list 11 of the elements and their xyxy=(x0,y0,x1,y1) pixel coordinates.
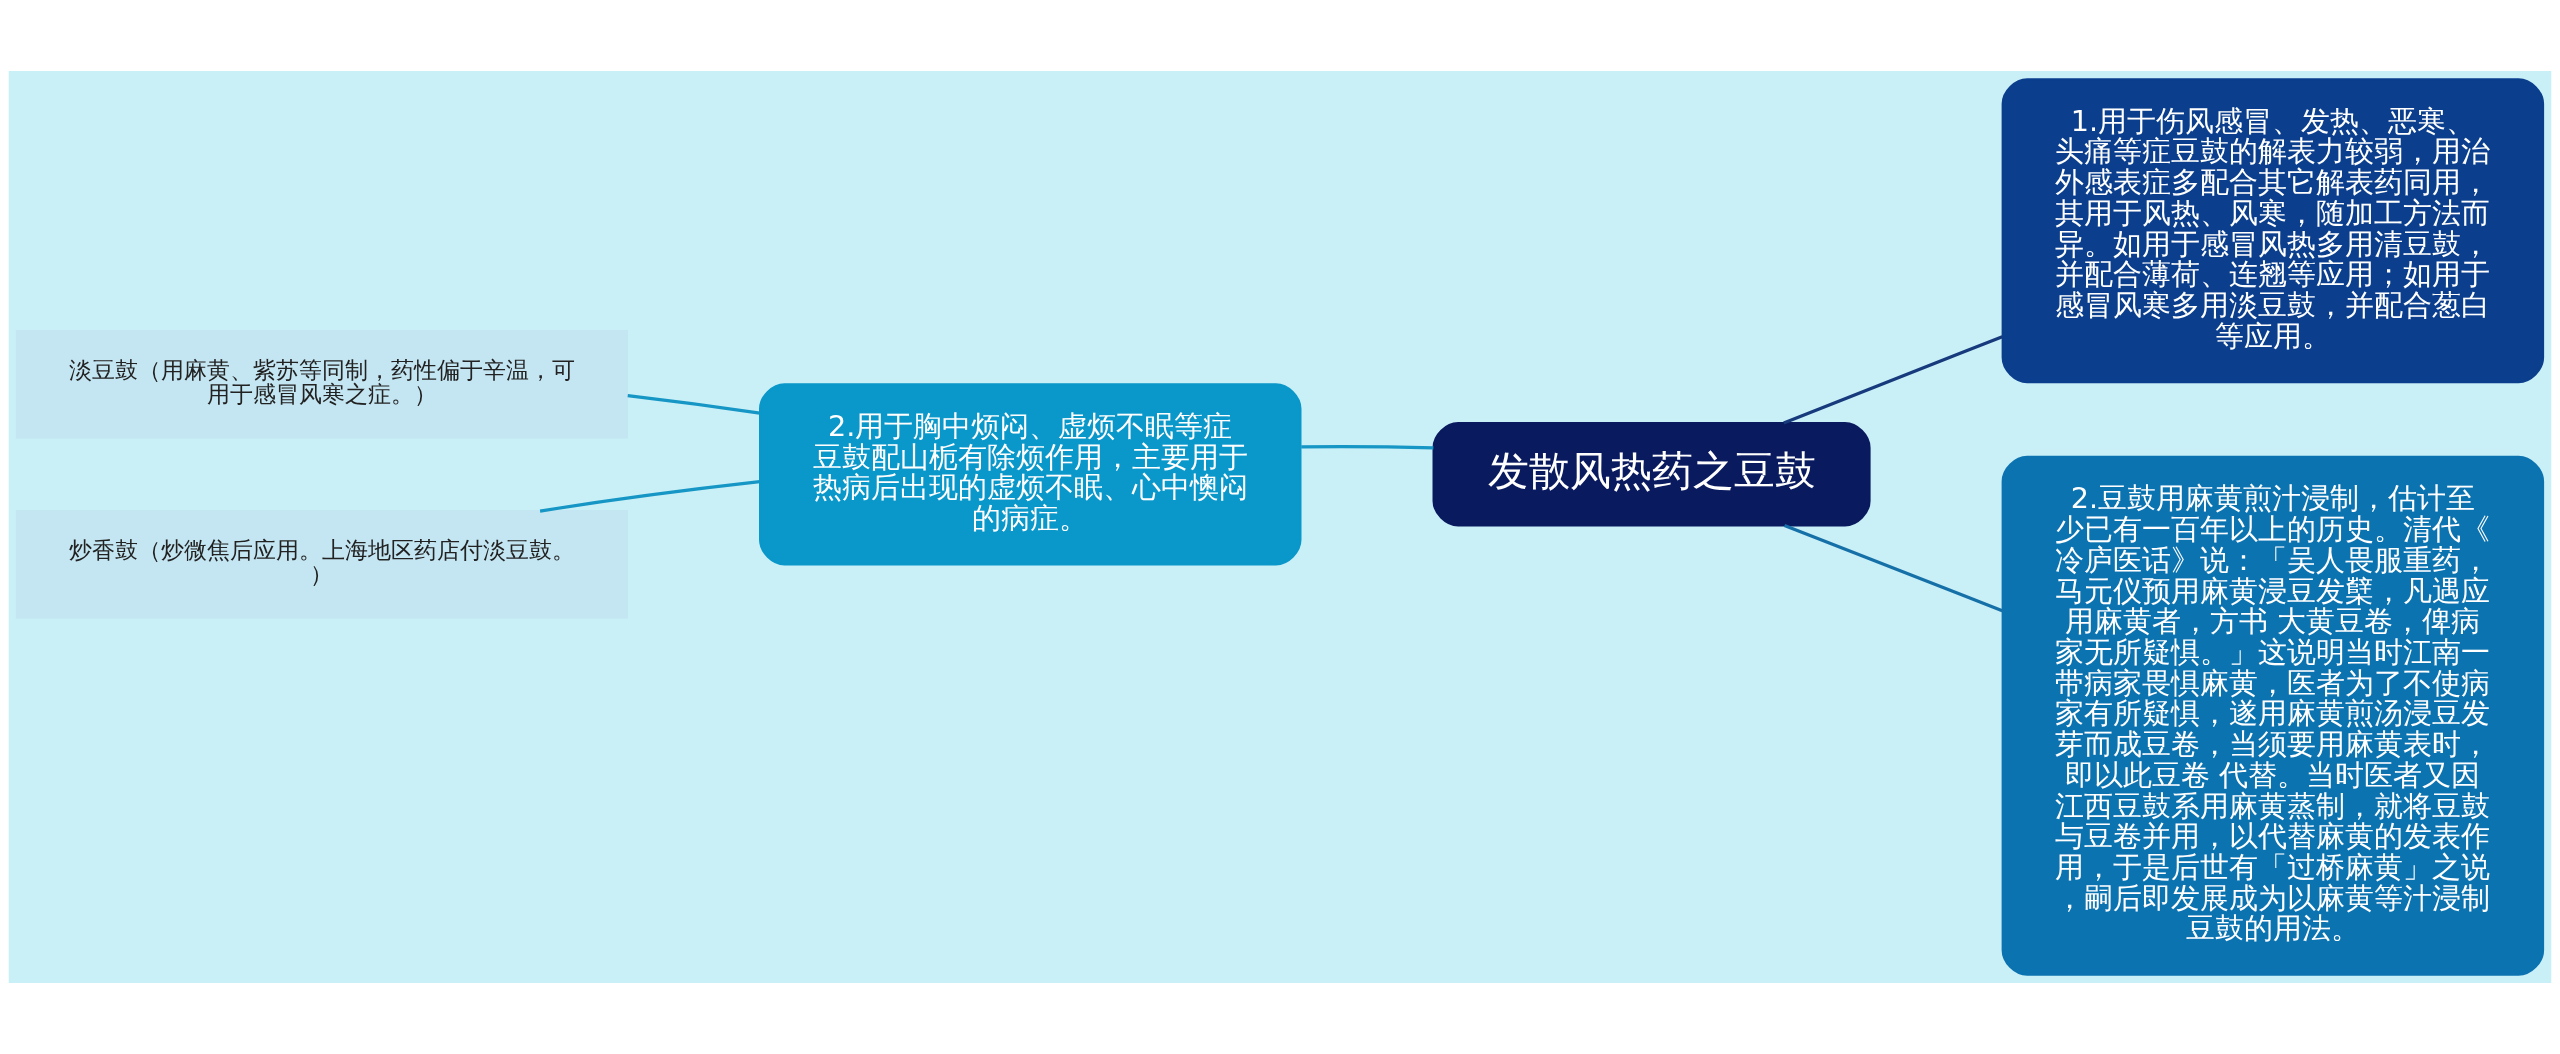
connector xyxy=(1301,445,1434,450)
node-box: 2.用于胸中烦闷、虚烦不眠等症豆鼓配山栀有除烦作用，主要用于热病后出现的虚烦不眠、心中懊闷的病症。 xyxy=(759,383,1302,566)
connector xyxy=(627,394,760,415)
connector xyxy=(539,480,760,513)
connector xyxy=(1783,335,2003,425)
node-box: 发散风热药之豆鼓 xyxy=(1432,422,1871,527)
node-box: 炒香鼓（炒微焦后应用。上海地区药店付淡豆鼓。） xyxy=(15,510,628,619)
node-box: 1.用于伤风感冒、发热、恶寒、头痛等症豆鼓的解表力较弱，用治外感表症多配合其它解表药同用，其用于风热、风寒，随加工方法而异。如用于感冒风热多用清豆鼓，并配合薄荷、连翘等应用；如用于感冒风寒多用淡豆鼓，并配合葱白等应用。 xyxy=(2001,78,2545,384)
connector xyxy=(1783,524,2003,613)
node-box: 2.豆鼓用麻黄煎汁浸制，估计至少已有一百年以上的历史。清代《冷庐医话》说：「吴人畏服重药，马元仪预用麻黄浸豆发櫱，凡遇应用麻黄者，方书 大黄豆卷，俾病家无所疑惧。」这说明当时江南一带病家畏惧麻黄，医者为了不使病家有所疑惧，遂用麻黄煎汤浸豆发芽而成豆卷，当须要用麻黄表时，即以此豆卷 代替。当时医者又因江西豆鼓系用麻黄蒸制，就将豆鼓与豆卷并用，以代替麻黄的发表作用，于是后世有「过桥麻黄」之说，嗣后即发展成为以麻黄等汁浸制豆鼓的用法。 xyxy=(2001,455,2545,976)
node-box: 淡豆鼓（用麻黄、紫苏等同制，药性偏于辛温，可用于感冒风寒之症。） xyxy=(15,329,628,439)
